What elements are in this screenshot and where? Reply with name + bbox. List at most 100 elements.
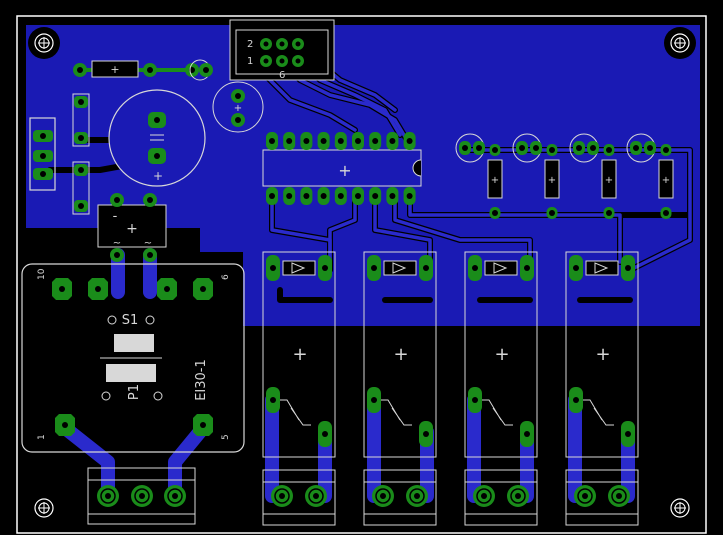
relay-terminal-ring-3-1 [476, 488, 492, 504]
ic-pin-bottom-1-drill [269, 193, 275, 199]
ic-pin-top-7-drill [372, 138, 379, 144]
relay-com-3-drill [472, 397, 478, 403]
header-label-2: 2 [247, 39, 253, 50]
mounting-hole-top-right [664, 27, 696, 59]
relay-coil-a-2-drill [371, 265, 377, 271]
capacitor-small-plus: + [234, 103, 242, 114]
relay-outline-4 [565, 251, 639, 458]
led-group: ++++ [455, 133, 674, 219]
relay-outline-2 [363, 251, 437, 458]
relay-diode-symbol-4 [594, 262, 609, 274]
relay-diode-3 [484, 260, 518, 276]
relay-terminal-ring-1-1 [274, 488, 290, 504]
ic-plus: + [338, 161, 351, 180]
transformer-secondary-label: S1 [122, 313, 139, 328]
ic-pin-top-5-drill [337, 138, 344, 144]
relay-com-2-drill [371, 397, 377, 403]
relay-coil-a-1-drill [270, 265, 276, 271]
transformer-pin-5: 5 [221, 434, 231, 440]
relay-coil-b-3-drill [524, 265, 530, 271]
relay-terminal-outline-4 [565, 469, 639, 526]
led-pad-b-2-drill [533, 145, 539, 151]
relay-terminal-2 [363, 469, 437, 526]
relay-no-3-drill [524, 431, 530, 437]
relay-terminal-drill-2-1 [380, 493, 386, 499]
relay-terminal-3 [464, 469, 538, 526]
ic-pins [266, 132, 416, 205]
ic-pin-top-4-drill [320, 138, 327, 144]
relay-3: + [464, 251, 538, 526]
relay-terminal-drill-3-2 [515, 493, 521, 499]
relay-outline-3 [464, 251, 538, 458]
relay-terminal-outline-1 [262, 469, 336, 526]
led-resistor-pad-a-3-drill [606, 147, 612, 153]
transformer-pin-10: 10 [37, 268, 47, 280]
relay-coil-a-3-drill [472, 265, 478, 271]
led-resistor-body-3 [601, 159, 617, 199]
led-pad-b-3-drill [590, 145, 596, 151]
relay-terminal-drill-2-2 [414, 493, 420, 499]
transformer-pin-1: 1 [37, 434, 47, 440]
led-pad-b-4-drill [647, 145, 653, 151]
mounting-hole-bottom-left [34, 498, 54, 518]
led-resistor-body-1 [487, 159, 503, 199]
led-pad-a-2-drill [519, 145, 525, 151]
resistor-left-2 [72, 161, 90, 215]
ic-pin-bottom-4-drill [320, 193, 327, 199]
resistor-top: + [73, 59, 213, 81]
transformer-drills [59, 286, 206, 428]
power-terminal [87, 467, 196, 525]
ic-pin-bottom-7-drill [372, 193, 379, 199]
led-4: + [626, 133, 674, 219]
relay-terminal-outline-3 [464, 469, 538, 526]
ic-pin-top-6-drill [355, 138, 361, 144]
relay-terminal-4 [565, 469, 639, 526]
ic-pin-top-9-drill [406, 138, 413, 144]
capacitor-small: + [212, 81, 264, 133]
led-resistor-plus-2: + [548, 175, 556, 186]
relay-4: + [565, 251, 639, 526]
ic-pin-top-1-drill [269, 138, 275, 144]
ic-pin-top-2-drill [286, 138, 293, 144]
led-resistor-pad-b-3-drill [606, 210, 612, 216]
relay-coil-a-4-drill [573, 265, 579, 271]
left-connector [29, 117, 56, 191]
relay-diode-4 [585, 260, 619, 276]
relay-terminal-outline-2 [363, 469, 437, 526]
led-resistor-pad-b-1-drill [492, 210, 498, 216]
ic-pin-bottom-9-drill [406, 193, 413, 199]
relay-diode-symbol-2 [392, 262, 407, 274]
relay-diode-2 [383, 260, 417, 276]
ic-pin-top-8-drill [389, 138, 396, 144]
relay-coil-b-4-drill [625, 265, 631, 271]
led-pad-a-1-drill [462, 145, 468, 151]
transformer-name: EI30-1 [194, 359, 209, 401]
ic-dip: + [262, 149, 422, 187]
ic-pin-bottom-5-drill [337, 193, 344, 199]
bridge-minus: - [113, 209, 118, 224]
board-outline [16, 15, 707, 534]
relay-diode-symbol-3 [493, 262, 508, 274]
ic-pin-bottom-6-drill [355, 193, 361, 199]
bridge-ac-right: ~ [144, 238, 152, 249]
relay-com-1-drill [270, 397, 276, 403]
capacitor-large: + [108, 89, 206, 187]
transformer-pin-6: 6 [221, 274, 231, 280]
relay-diode-symbol-1 [291, 262, 306, 274]
led-resistor-pad-a-4-drill [663, 147, 669, 153]
transformer: S1 P1 EI30-1 10 6 1 5 [21, 263, 245, 453]
bridge-rectifier: - + ~ ~ [97, 193, 167, 262]
led-pad-a-3-drill [576, 145, 582, 151]
relay-outline-1 [262, 251, 336, 458]
relay-terminal-drill-3-1 [481, 493, 487, 499]
led-resistor-pad-a-1-drill [492, 147, 498, 153]
relay-plus-2: + [393, 344, 408, 365]
relay-plus-4: + [595, 344, 610, 365]
relay-coil-b-1-drill [322, 265, 328, 271]
relay-terminal-ring-4-2 [611, 488, 627, 504]
led-resistor-body-4 [658, 159, 674, 199]
relay-terminal-ring-2-1 [375, 488, 391, 504]
relay-coil-b-2-drill [423, 265, 429, 271]
relay-terminal-drill-1-2 [313, 493, 319, 499]
